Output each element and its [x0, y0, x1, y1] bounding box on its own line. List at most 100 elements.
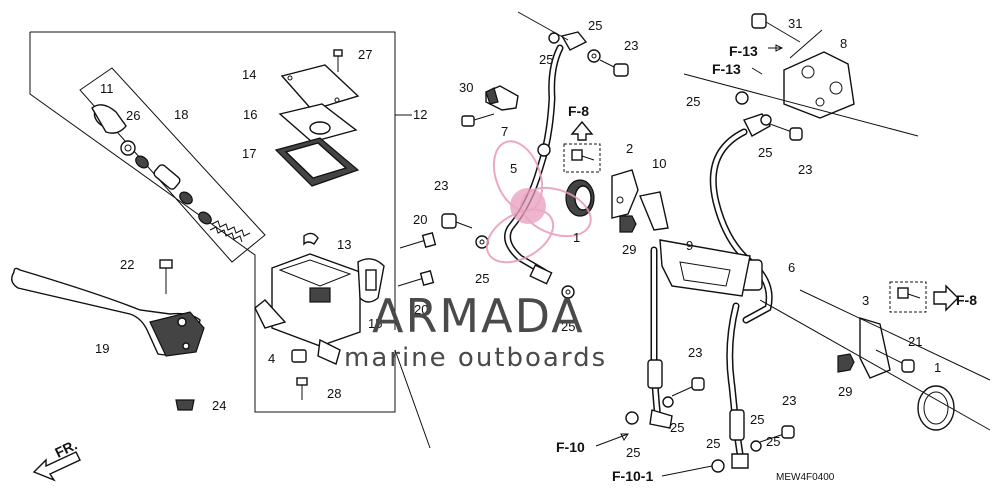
- banjo-bolt-low-part-23[interactable]: [671, 377, 705, 397]
- f8-reference-box-right: [889, 281, 959, 313]
- brake-lever-part-19[interactable]: [11, 267, 205, 357]
- nut-part-24[interactable]: [175, 399, 195, 411]
- washer-top-2[interactable]: [587, 49, 601, 63]
- diaphragm-part-17[interactable]: [274, 137, 360, 187]
- master-cylinder-body[interactable]: [254, 253, 361, 365]
- callout-19: 19: [95, 341, 109, 356]
- ref-f13-b: F-13: [712, 61, 741, 77]
- washer-top-1[interactable]: [548, 32, 560, 44]
- callout-25-low-5: 25: [766, 434, 780, 449]
- bracket-part-3[interactable]: [859, 317, 891, 379]
- brake-hose-part-5[interactable]: [504, 31, 588, 285]
- callout-16: 16: [243, 107, 257, 122]
- banjo-bolt-upper-part-23[interactable]: [441, 213, 473, 229]
- callout-22: 22: [120, 257, 134, 272]
- callout-9: 9: [686, 238, 693, 253]
- boot-part-11[interactable]: [91, 104, 127, 134]
- callout-29-centre: 29: [622, 242, 636, 257]
- bolt-part-31[interactable]: [751, 13, 801, 43]
- washer-upper-right[interactable]: [561, 285, 575, 299]
- reference-arrows: [595, 44, 784, 477]
- bolt-part-30[interactable]: [461, 113, 495, 127]
- washer-mid-1[interactable]: [735, 91, 749, 105]
- callout-23-mid: 23: [798, 162, 812, 177]
- hose-guide-part-7[interactable]: [485, 85, 519, 111]
- grommet-part-1[interactable]: [565, 179, 595, 217]
- callout-2: 2: [626, 141, 633, 156]
- watermark-tagline: marine outboards: [344, 343, 607, 373]
- callout-13: 13: [337, 237, 351, 252]
- callout-27: 27: [358, 47, 372, 62]
- callout-25-low-1: 25: [626, 445, 640, 460]
- callout-8: 8: [840, 36, 847, 51]
- ref-f8-right: F-8: [956, 292, 977, 308]
- washer-low-3[interactable]: [711, 459, 725, 473]
- callout-7: 7: [501, 124, 508, 139]
- callout-23-low-left: 23: [688, 345, 702, 360]
- banjo-bolt-mid-part-23[interactable]: [769, 123, 803, 141]
- callout-14: 14: [242, 67, 256, 82]
- reflector-part-1[interactable]: [917, 385, 955, 431]
- callout-26: 26: [126, 108, 140, 123]
- watermark-text: ARMADA marine outboards: [344, 289, 607, 373]
- callout-31: 31: [788, 16, 802, 31]
- washer-mid-2[interactable]: [760, 114, 772, 126]
- callout-1-centre: 1: [573, 230, 580, 245]
- banjo-bolt-top-part-23[interactable]: [599, 59, 629, 77]
- ref-f10: F-10: [556, 439, 585, 455]
- callout-11: 11: [100, 81, 114, 96]
- banjo-bolt-low2-part-23[interactable]: [759, 425, 795, 443]
- washer-low-4[interactable]: [750, 440, 762, 452]
- watermark-brand: ARMADA: [372, 289, 585, 343]
- callout-30: 30: [459, 80, 473, 95]
- callout-4: 4: [268, 351, 275, 366]
- callout-23-left: 23: [434, 178, 448, 193]
- callout-25-left: 25: [475, 271, 489, 286]
- pivot-bolt-part-22[interactable]: [159, 259, 173, 294]
- bolt-part-21[interactable]: [875, 349, 915, 373]
- circlip-part-26[interactable]: [120, 140, 136, 156]
- screw-part-27[interactable]: [333, 49, 343, 72]
- stay-part-2[interactable]: [611, 169, 639, 219]
- bolt-part-20-lower[interactable]: [397, 270, 435, 287]
- diagram-code: MEW4F0400: [776, 472, 835, 483]
- washer-upper-left[interactable]: [475, 235, 489, 249]
- callout-23-low-right: 23: [782, 393, 796, 408]
- callout-5: 5: [510, 161, 517, 176]
- callout-20-upper: 20: [413, 212, 427, 227]
- switch-part-4[interactable]: [291, 349, 307, 363]
- callout-25-centre: 25: [561, 319, 575, 334]
- joint-bracket-part-9[interactable]: [659, 239, 751, 297]
- bracket-part-10[interactable]: [639, 191, 669, 231]
- master-cylinder-group-outline: [29, 31, 431, 449]
- callout-25-mid-left: 25: [686, 94, 700, 109]
- washer-low-1[interactable]: [625, 411, 639, 425]
- nut-part-29-centre[interactable]: [619, 215, 637, 233]
- washer-low-2[interactable]: [662, 396, 674, 408]
- holder-part-15[interactable]: [357, 258, 385, 303]
- reference-labels: F-8 F-8 F-13 F-13 F-10 F-10-1 MEW4F0400 …: [52, 43, 977, 484]
- callout-25-top-right: 25: [588, 18, 602, 33]
- callout-25-low-3: 25: [706, 436, 720, 451]
- callout-24: 24: [212, 398, 226, 413]
- piston-kit-outline: [79, 67, 266, 263]
- callout-25-mid-right: 25: [758, 145, 772, 160]
- piston-components[interactable]: [133, 154, 251, 243]
- callout-15: 15: [368, 316, 382, 331]
- f8-reference-box-top: [563, 120, 601, 173]
- clip-part-13[interactable]: [303, 232, 319, 246]
- diaphragm-plate-part-16[interactable]: [278, 103, 358, 143]
- callout-29-right: 29: [838, 384, 852, 399]
- callout-28: 28: [327, 386, 341, 401]
- reservoir-cap-part-14[interactable]: [280, 64, 360, 111]
- callout-labels: 11 26 18 14 16 17 27 12 13 20 20 15 22 1…: [95, 16, 941, 460]
- callout-25-low-4: 25: [750, 412, 764, 427]
- screw-part-28[interactable]: [296, 377, 308, 400]
- bolt-part-20-upper[interactable]: [399, 232, 437, 249]
- callout-23-top: 23: [624, 38, 638, 53]
- nut-part-29-right[interactable]: [837, 353, 855, 373]
- ref-f8-top: F-8: [568, 103, 589, 119]
- joint-part-8[interactable]: [783, 51, 855, 119]
- brake-hose-part-6[interactable]: [647, 113, 773, 469]
